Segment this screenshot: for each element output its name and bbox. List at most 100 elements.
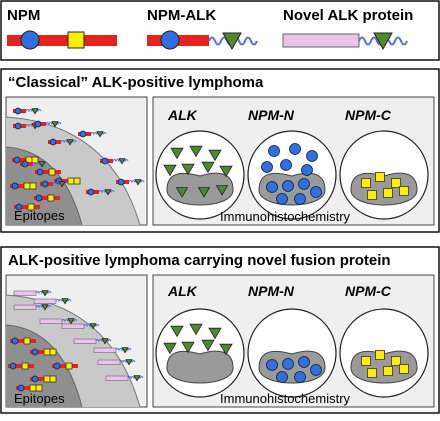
npm-molecule (10, 339, 36, 343)
npm-molecule (14, 205, 40, 209)
novel-bar-icon (282, 33, 360, 48)
npm-molecule (54, 179, 80, 183)
square-marker (391, 356, 401, 366)
square-marker (399, 364, 409, 374)
square-marker (367, 368, 377, 378)
npm-molecule (12, 158, 38, 162)
legend-label-novel-alk: Novel ALK protein (283, 7, 413, 24)
circle-marker (117, 178, 125, 186)
novel-alk-molecule (105, 375, 129, 381)
ihc-section: ALK NPM-N NPM-C Immunohistochemistry (152, 96, 435, 226)
cell-alk (155, 130, 245, 220)
circle-marker (280, 159, 292, 171)
panel-title: ALK-positive lymphoma carrying novel fus… (8, 252, 391, 269)
ihc-label: Immunohistochemistry (220, 209, 351, 224)
square-marker (391, 178, 401, 188)
ihc-label: Immunohistochemistry (220, 391, 351, 406)
triangle-marker (41, 290, 49, 297)
npm-c-square-icon (67, 31, 85, 49)
npm-molecule (30, 377, 56, 381)
square-marker (361, 356, 371, 366)
triangle-marker (163, 342, 177, 355)
circle-marker (34, 120, 42, 128)
square-marker (35, 384, 43, 392)
circle-marker (310, 364, 322, 376)
circle-marker (14, 122, 22, 130)
npm-molecule (52, 364, 78, 368)
panel-novel-graphic: ALK-positive lymphoma carrying novel fus… (0, 246, 440, 414)
circle-marker (9, 362, 17, 370)
square-marker (29, 182, 37, 190)
circle-marker (298, 178, 310, 190)
circle-marker (35, 194, 43, 202)
panel-novel-fusion: ALK-positive lymphoma carrying novel fus… (0, 246, 440, 416)
novel-alk-molecule (13, 304, 37, 310)
panel-classical: “Classical” ALK-positive lymphoma Epitop… (0, 68, 440, 234)
triangle-marker (189, 323, 203, 336)
triangle-marker (181, 163, 195, 176)
square-marker (65, 362, 73, 370)
circle-marker (14, 107, 22, 115)
circle-marker (306, 150, 318, 162)
square-marker (367, 190, 377, 200)
square-marker (49, 375, 57, 383)
circle-marker (261, 161, 273, 173)
square-marker (43, 348, 51, 356)
triangle-marker (118, 158, 126, 165)
npm-molecule (10, 184, 36, 188)
triangle-marker (197, 187, 211, 198)
novel-alk-molecule (97, 359, 121, 365)
novel-alk-molecule (61, 323, 85, 329)
column-label-npm-c: NPM-C (345, 107, 392, 123)
circle-marker (294, 371, 306, 383)
circle-marker (294, 193, 306, 205)
circle-marker (301, 164, 313, 176)
circle-marker (36, 168, 44, 176)
epitopes-section: Epitopes (5, 274, 148, 408)
circle-marker (276, 371, 288, 383)
triangle-marker (101, 338, 109, 345)
triangle-marker (201, 161, 215, 174)
circle-marker (31, 375, 39, 383)
triangle-marker (31, 108, 39, 115)
epitopes-label: Epitopes (14, 208, 65, 223)
triangle-marker (208, 327, 222, 340)
circle-marker (101, 157, 109, 165)
triangle-marker (134, 179, 142, 186)
novel-alk-molecule (39, 318, 63, 324)
panel-title: “Classical” ALK-positive lymphoma (8, 74, 264, 91)
circle-marker (31, 348, 39, 356)
novel-alk-molecule (33, 298, 57, 304)
triangle-marker (208, 149, 222, 162)
epitopes-section: Epitopes (5, 96, 148, 226)
triangle-marker (67, 318, 75, 325)
triangle-marker (170, 147, 184, 160)
npm-molecule (8, 364, 34, 368)
npm-molecule (16, 386, 42, 390)
novel-triangle-icon (373, 32, 393, 51)
circle-marker (11, 182, 19, 190)
npm-n-circle-icon (20, 30, 40, 50)
circle-marker (87, 188, 95, 196)
circle-marker (21, 160, 29, 168)
triangle-marker (170, 325, 184, 338)
epitopes-label: Epitopes (14, 391, 65, 406)
triangle-marker (96, 131, 104, 138)
novel-alk-molecule (13, 290, 37, 296)
square-marker (383, 366, 393, 376)
square-marker (383, 188, 393, 198)
circle-marker (310, 186, 322, 198)
triangle-marker (215, 185, 229, 196)
square-marker (361, 178, 371, 188)
column-label-npm-n: NPM-N (248, 283, 295, 299)
ihc-section: ALK NPM-N NPM-C Immunohistochemistry (152, 274, 435, 408)
legend-label-npm: NPM (7, 7, 40, 24)
square-marker (47, 194, 55, 202)
square-marker (48, 168, 56, 176)
panel-classical-graphic: “Classical” ALK-positive lymphoma Epitop… (0, 68, 440, 233)
triangle-marker (219, 343, 233, 356)
circle-marker (49, 138, 57, 146)
square-marker (21, 362, 29, 370)
square-marker (73, 177, 81, 185)
npm-molecule (30, 350, 56, 354)
